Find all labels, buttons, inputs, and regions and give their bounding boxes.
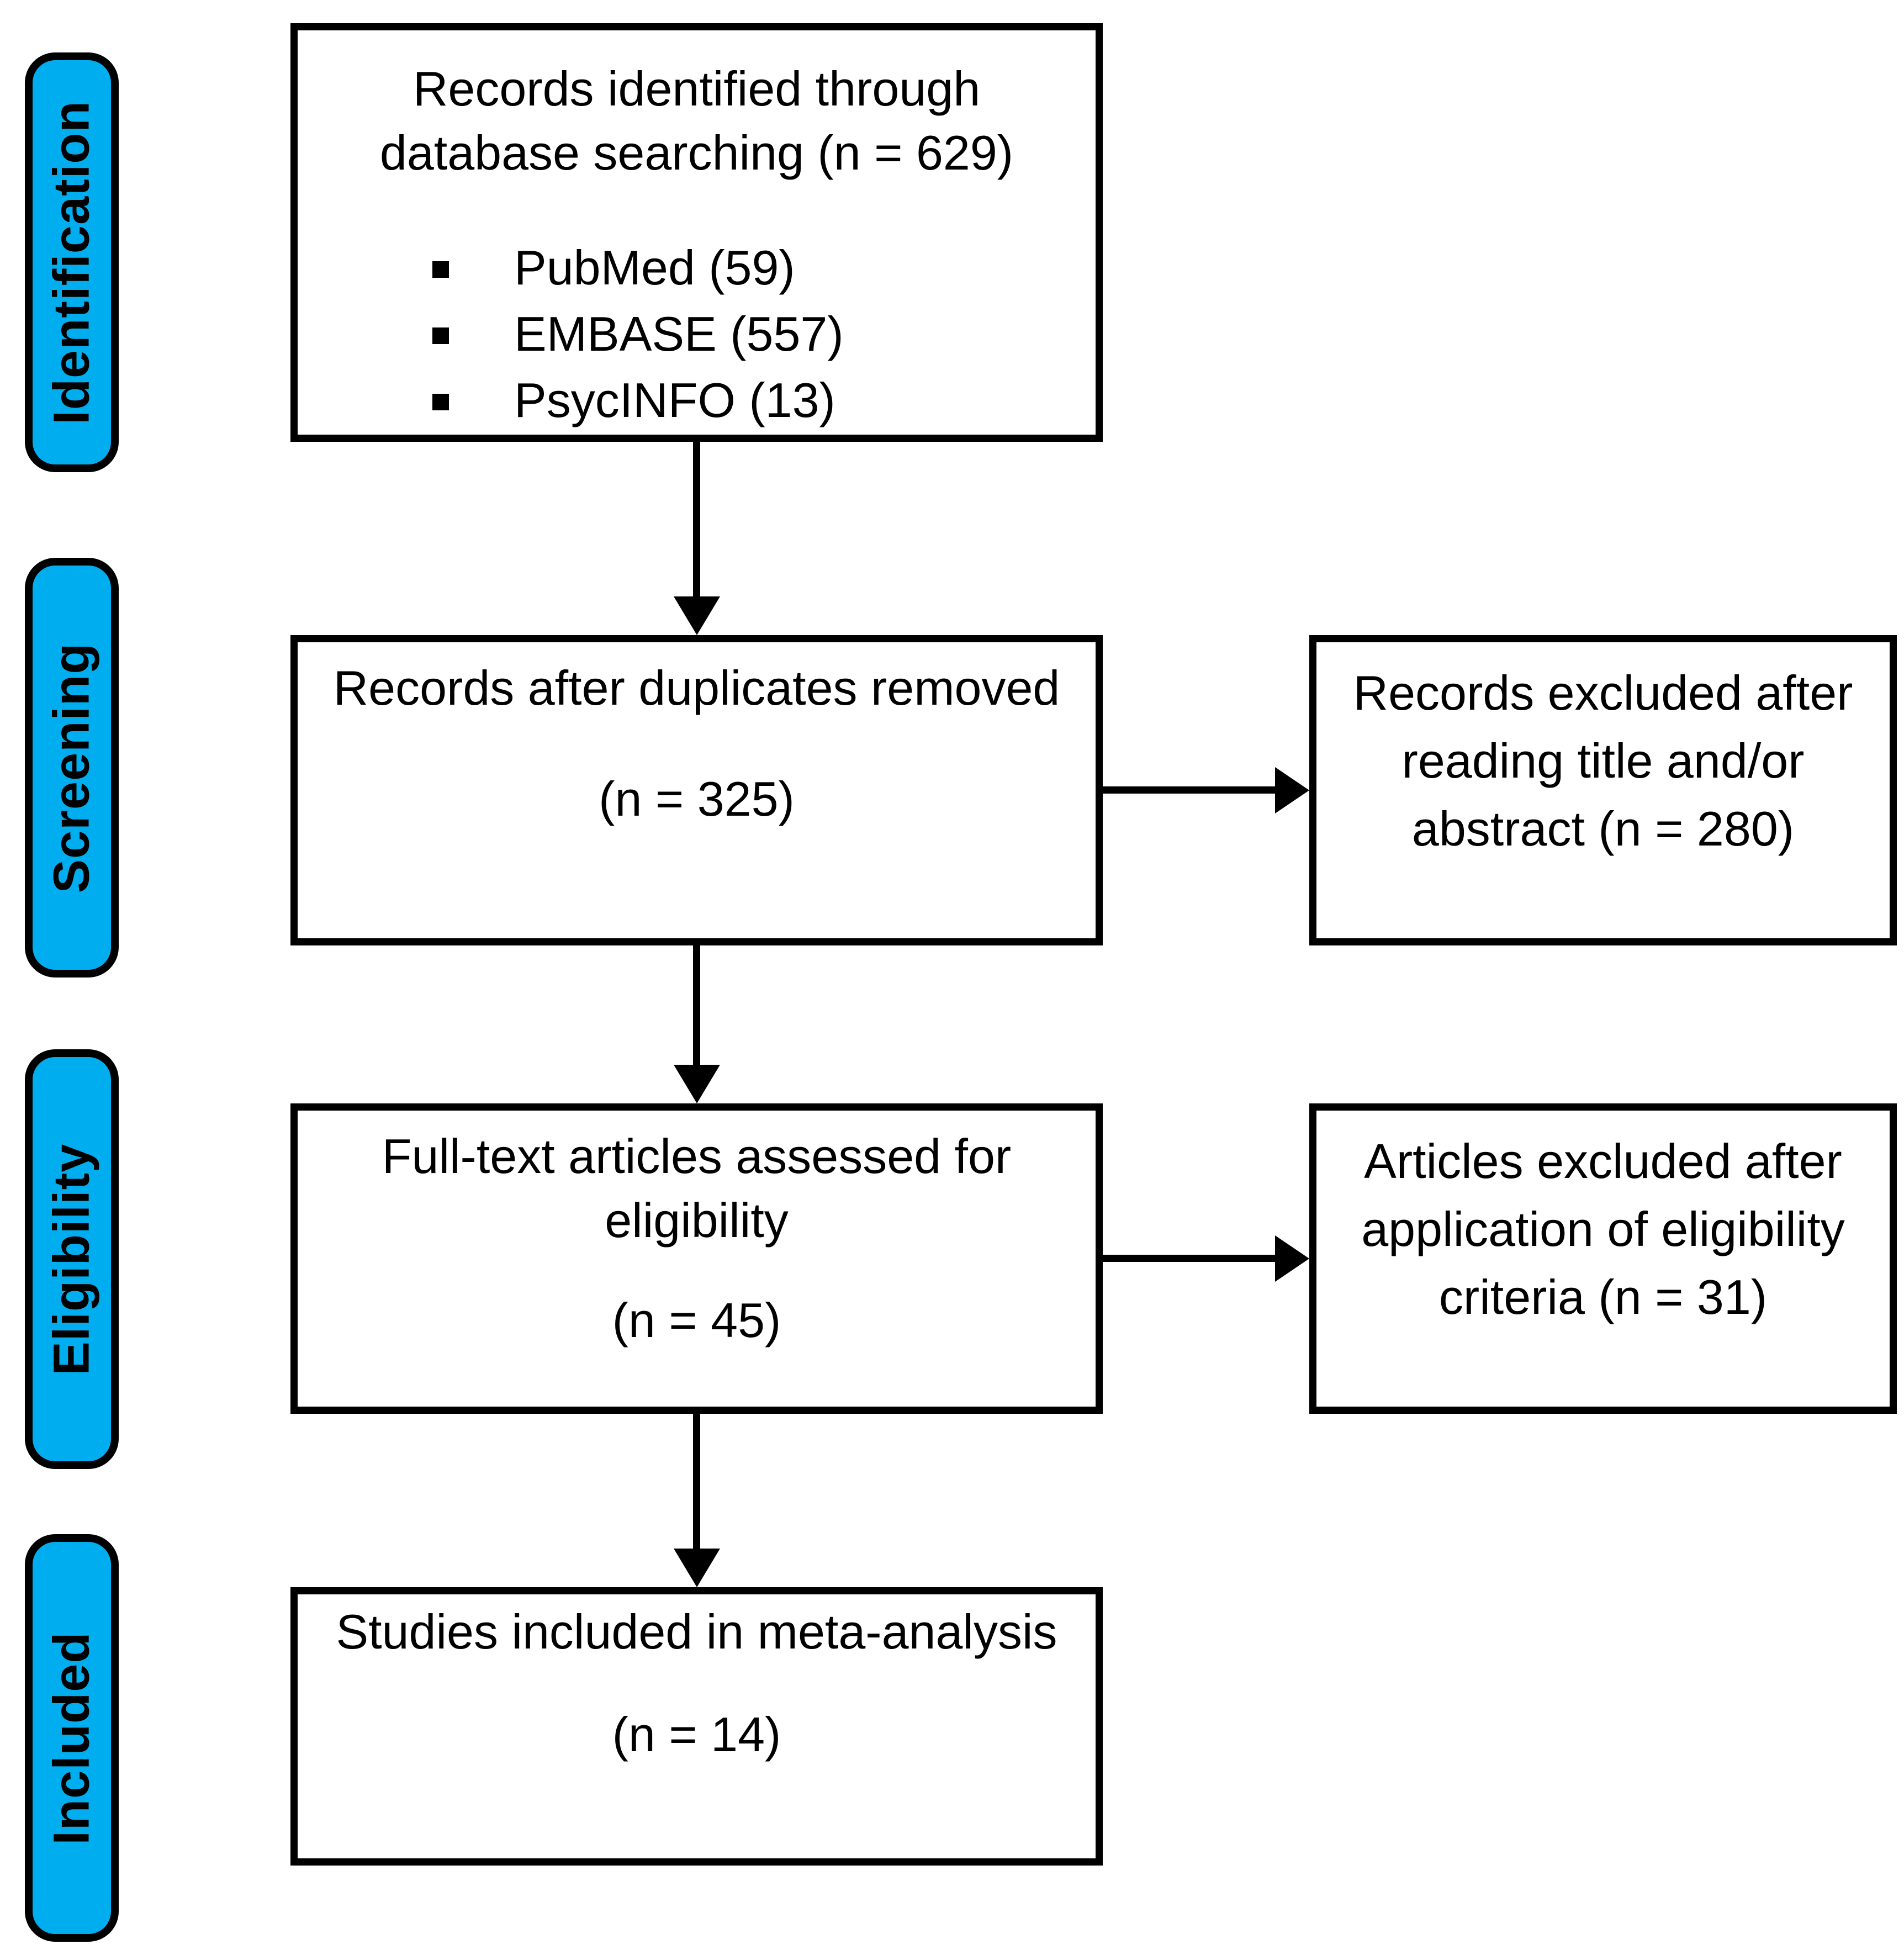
arrow-shaft: [1103, 786, 1276, 794]
box-n-value: (n = 14): [612, 1707, 781, 1762]
box-text-line: eligibility: [605, 1193, 789, 1248]
stage-label-screening: Screening: [43, 642, 100, 893]
bullet-text: EMBASE (557): [514, 307, 844, 361]
bullet-square-icon: [432, 327, 449, 344]
box-n-value: (n = 45): [612, 1293, 781, 1348]
bullet-square-icon: [432, 261, 449, 278]
stage-pill-included: Included: [25, 1534, 119, 1942]
box-records-identified: Records identified through database sear…: [290, 23, 1103, 442]
box-fulltext-assessed: Full-text articles assessed for eligibil…: [290, 1103, 1103, 1414]
box-n-value: (n = 325): [599, 772, 795, 826]
bullet-square-icon: [432, 394, 449, 410]
box-text-line: database searching (n = 629): [379, 125, 1014, 180]
box-text-line: Records after duplicates removed: [333, 661, 1060, 715]
stage-label-included: Included: [43, 1631, 100, 1845]
bullet-text: PubMed (59): [514, 240, 795, 295]
box-text-line: Studies included in meta-analysis: [336, 1604, 1057, 1659]
box-text-line: criteria (n = 31): [1438, 1270, 1768, 1324]
arrow-head-right-icon: [1275, 767, 1309, 813]
arrow-head-down-icon: [674, 596, 720, 635]
box-text-line: Records excluded after: [1353, 665, 1853, 720]
arrow-shaft: [1103, 1255, 1276, 1262]
box-text-line: Articles excluded after: [1364, 1134, 1842, 1188]
stage-pill-identification: Identification: [25, 52, 119, 472]
box-text-line: abstract (n = 280): [1411, 801, 1795, 856]
stage-pill-screening: Screening: [25, 558, 119, 978]
list-item: EMBASE (557): [432, 301, 1096, 367]
list-item: PsycINFO (13): [432, 367, 1096, 434]
arrow-head-down-icon: [674, 1549, 720, 1587]
box-text-line: Full-text articles assessed for: [382, 1129, 1012, 1183]
box-records-excluded-screening: Records excluded after reading title and…: [1309, 635, 1897, 945]
box-text-line: reading title and/or: [1401, 733, 1805, 788]
box-text-line: Records identified through: [412, 61, 981, 116]
bullet-text: PsycINFO (13): [514, 373, 835, 427]
arrow-head-right-icon: [1275, 1235, 1309, 1282]
stage-label-eligibility: Eligibility: [43, 1143, 100, 1375]
database-bullet-list: PubMed (59) EMBASE (557) PsycINFO (13): [432, 235, 1096, 434]
stage-pill-eligibility: Eligibility: [25, 1049, 119, 1469]
arrow-shaft: [693, 442, 700, 598]
box-studies-included: Studies included in meta-analysis (n = 1…: [290, 1587, 1103, 1866]
arrow-shaft: [693, 1414, 700, 1550]
arrow-head-down-icon: [674, 1065, 720, 1103]
stage-label-identification: Identification: [43, 100, 100, 425]
list-item: PubMed (59): [432, 235, 1096, 301]
box-records-after-duplicates: Records after duplicates removed (n = 32…: [290, 635, 1103, 945]
box-articles-excluded-eligibility: Articles excluded after application of e…: [1309, 1103, 1897, 1414]
arrow-shaft: [693, 945, 700, 1066]
box-text-line: application of eligibility: [1361, 1202, 1845, 1256]
